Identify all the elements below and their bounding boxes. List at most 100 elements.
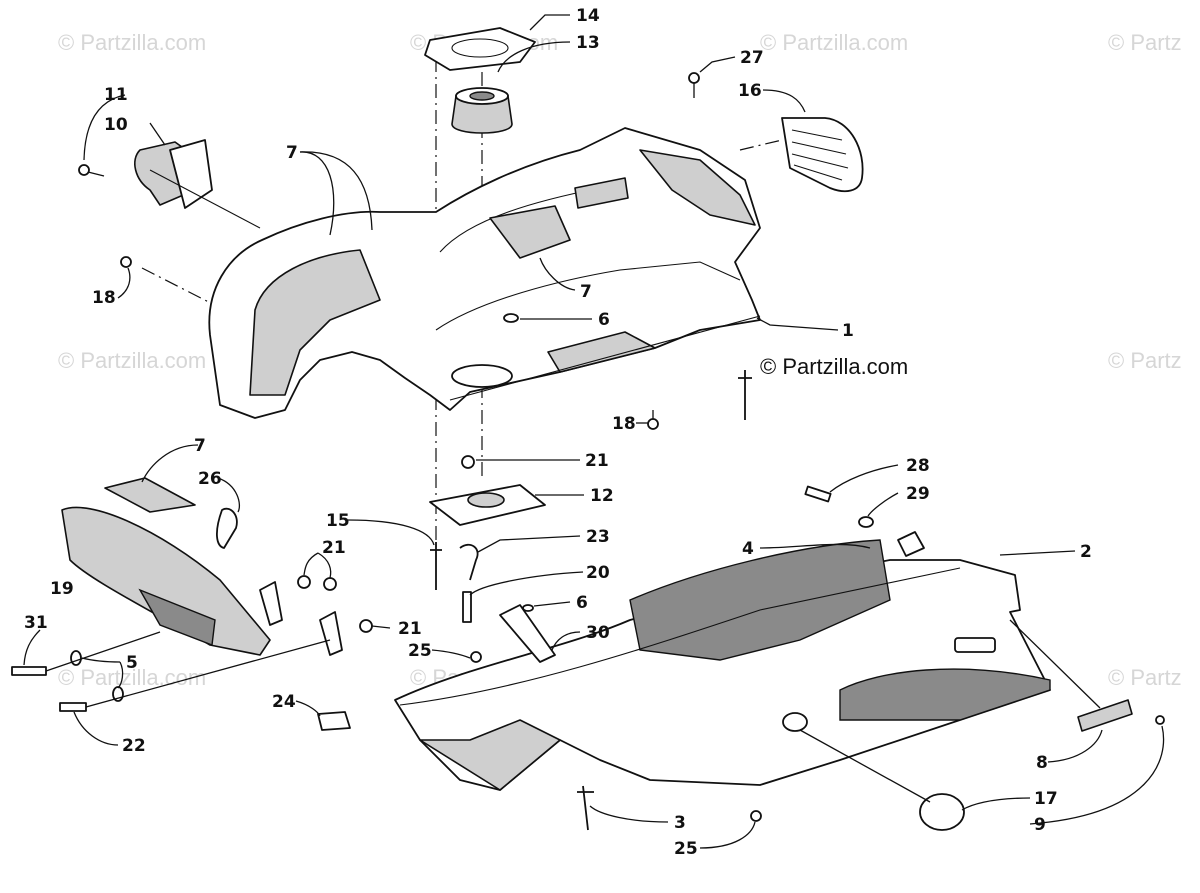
assembly-line — [85, 639, 331, 708]
screw-25a — [470, 651, 482, 663]
callout-13: 13 — [576, 33, 600, 53]
belly-pan-ridge — [435, 261, 741, 331]
belly-pan-window — [489, 205, 571, 259]
leader-2 — [999, 550, 1076, 556]
leader-31 — [23, 629, 41, 666]
leader-23 — [477, 535, 581, 553]
plug-17 — [919, 793, 965, 831]
washer-6a — [503, 313, 519, 323]
callout-27: 27 — [740, 48, 764, 68]
callout-21: 21 — [322, 538, 346, 558]
callout-16: 16 — [738, 81, 762, 101]
belly-pan-slot — [574, 177, 629, 209]
leader-10 — [149, 122, 166, 146]
headlight-housing-part — [134, 139, 261, 229]
leader-13 — [497, 41, 571, 73]
headlight-flange — [169, 139, 213, 209]
bolt-28 — [804, 485, 832, 503]
belly-pan-lip — [547, 331, 656, 373]
leader-21c — [371, 625, 391, 629]
nut-21a — [461, 455, 475, 469]
grommet-part — [451, 87, 513, 134]
callout-26: 26 — [198, 469, 222, 489]
leader-22 — [73, 711, 119, 746]
callout-10: 10 — [104, 115, 128, 135]
leader-24 — [295, 700, 321, 717]
lower-pan-slot — [954, 637, 996, 653]
clip-24 — [317, 711, 351, 731]
screw-18a — [120, 256, 132, 268]
center-hardware — [429, 455, 546, 623]
leader-9 — [1029, 725, 1165, 825]
leader-21b — [303, 552, 319, 576]
assembly-line — [1009, 619, 1101, 709]
leader-lines — [23, 14, 1165, 849]
callout-21: 21 — [585, 451, 609, 471]
clip-26 — [216, 507, 238, 549]
callout-18: 18 — [92, 288, 116, 308]
callout-14: 14 — [576, 6, 600, 26]
bumper-19-shade — [138, 588, 216, 646]
belly-pan-part — [208, 127, 761, 419]
nut-21b — [297, 575, 311, 589]
rivet-15 — [430, 542, 442, 590]
screw-shank — [87, 171, 105, 177]
callout-11: 11 — [104, 85, 128, 105]
assembly-line — [45, 631, 161, 672]
fasteners-upper — [120, 72, 752, 430]
leader-27 — [699, 56, 736, 73]
front-left-parts — [61, 477, 271, 656]
leader-25a — [431, 649, 471, 659]
callout-4: 4 — [742, 539, 754, 559]
callout-2: 2 — [1080, 542, 1092, 562]
callout-7: 7 — [286, 143, 298, 163]
vent-slat — [793, 164, 843, 181]
leader-8 — [1047, 729, 1103, 763]
leader-3 — [589, 805, 669, 823]
vent-grille — [781, 117, 864, 193]
leader-11 — [83, 94, 126, 161]
screw-27 — [688, 72, 700, 84]
callout-29: 29 — [906, 484, 930, 504]
callout-labels: 14 13 27 16 11 10 7 18 7 6 1 © Partzilla… — [24, 6, 1092, 859]
watermark: © Partz — [1108, 348, 1182, 373]
callout-7: 7 — [194, 436, 206, 456]
watermark: © Partzilla.com — [760, 30, 908, 55]
bolt-31 — [11, 666, 47, 676]
lower-pan-hole — [782, 712, 808, 732]
leader-7b — [539, 257, 576, 291]
screw-head — [78, 164, 90, 176]
leader-21b — [317, 552, 332, 579]
vent-slat — [791, 141, 847, 155]
trim-plate-8 — [1077, 699, 1133, 732]
assembly-line — [149, 169, 261, 229]
callout-9: 9 — [1034, 815, 1046, 835]
decal-7c — [104, 477, 196, 513]
callout-18: 18 — [612, 414, 636, 434]
leader-30 — [551, 631, 581, 651]
callout-8: 8 — [1036, 753, 1048, 773]
belly-pan-nose — [249, 249, 381, 396]
watermark: © Partzilla.com — [58, 665, 206, 690]
callout-23: 23 — [586, 527, 610, 547]
belly-pan-side-wall — [639, 149, 756, 226]
callout-25: 25 — [674, 839, 698, 859]
leader-6b — [533, 601, 571, 607]
leader-16 — [762, 89, 806, 113]
leader-14 — [529, 14, 570, 31]
screw-18b — [647, 418, 659, 430]
lower-pan-body — [394, 559, 1051, 791]
leader-7c — [141, 444, 199, 483]
screw-11-part — [78, 164, 105, 177]
callout-17: 17 — [1034, 789, 1058, 809]
watermark: © Partz — [1108, 30, 1182, 55]
washer-29 — [858, 516, 874, 528]
callout-6: 6 — [598, 310, 610, 330]
callout-7: 7 — [580, 282, 592, 302]
pan-bracket — [897, 531, 925, 557]
callout-30: 30 — [586, 623, 610, 643]
callout-15: 15 — [326, 511, 350, 531]
leader-4 — [759, 543, 871, 549]
lower-pan-part — [394, 531, 1051, 791]
leader-5 — [81, 657, 121, 663]
